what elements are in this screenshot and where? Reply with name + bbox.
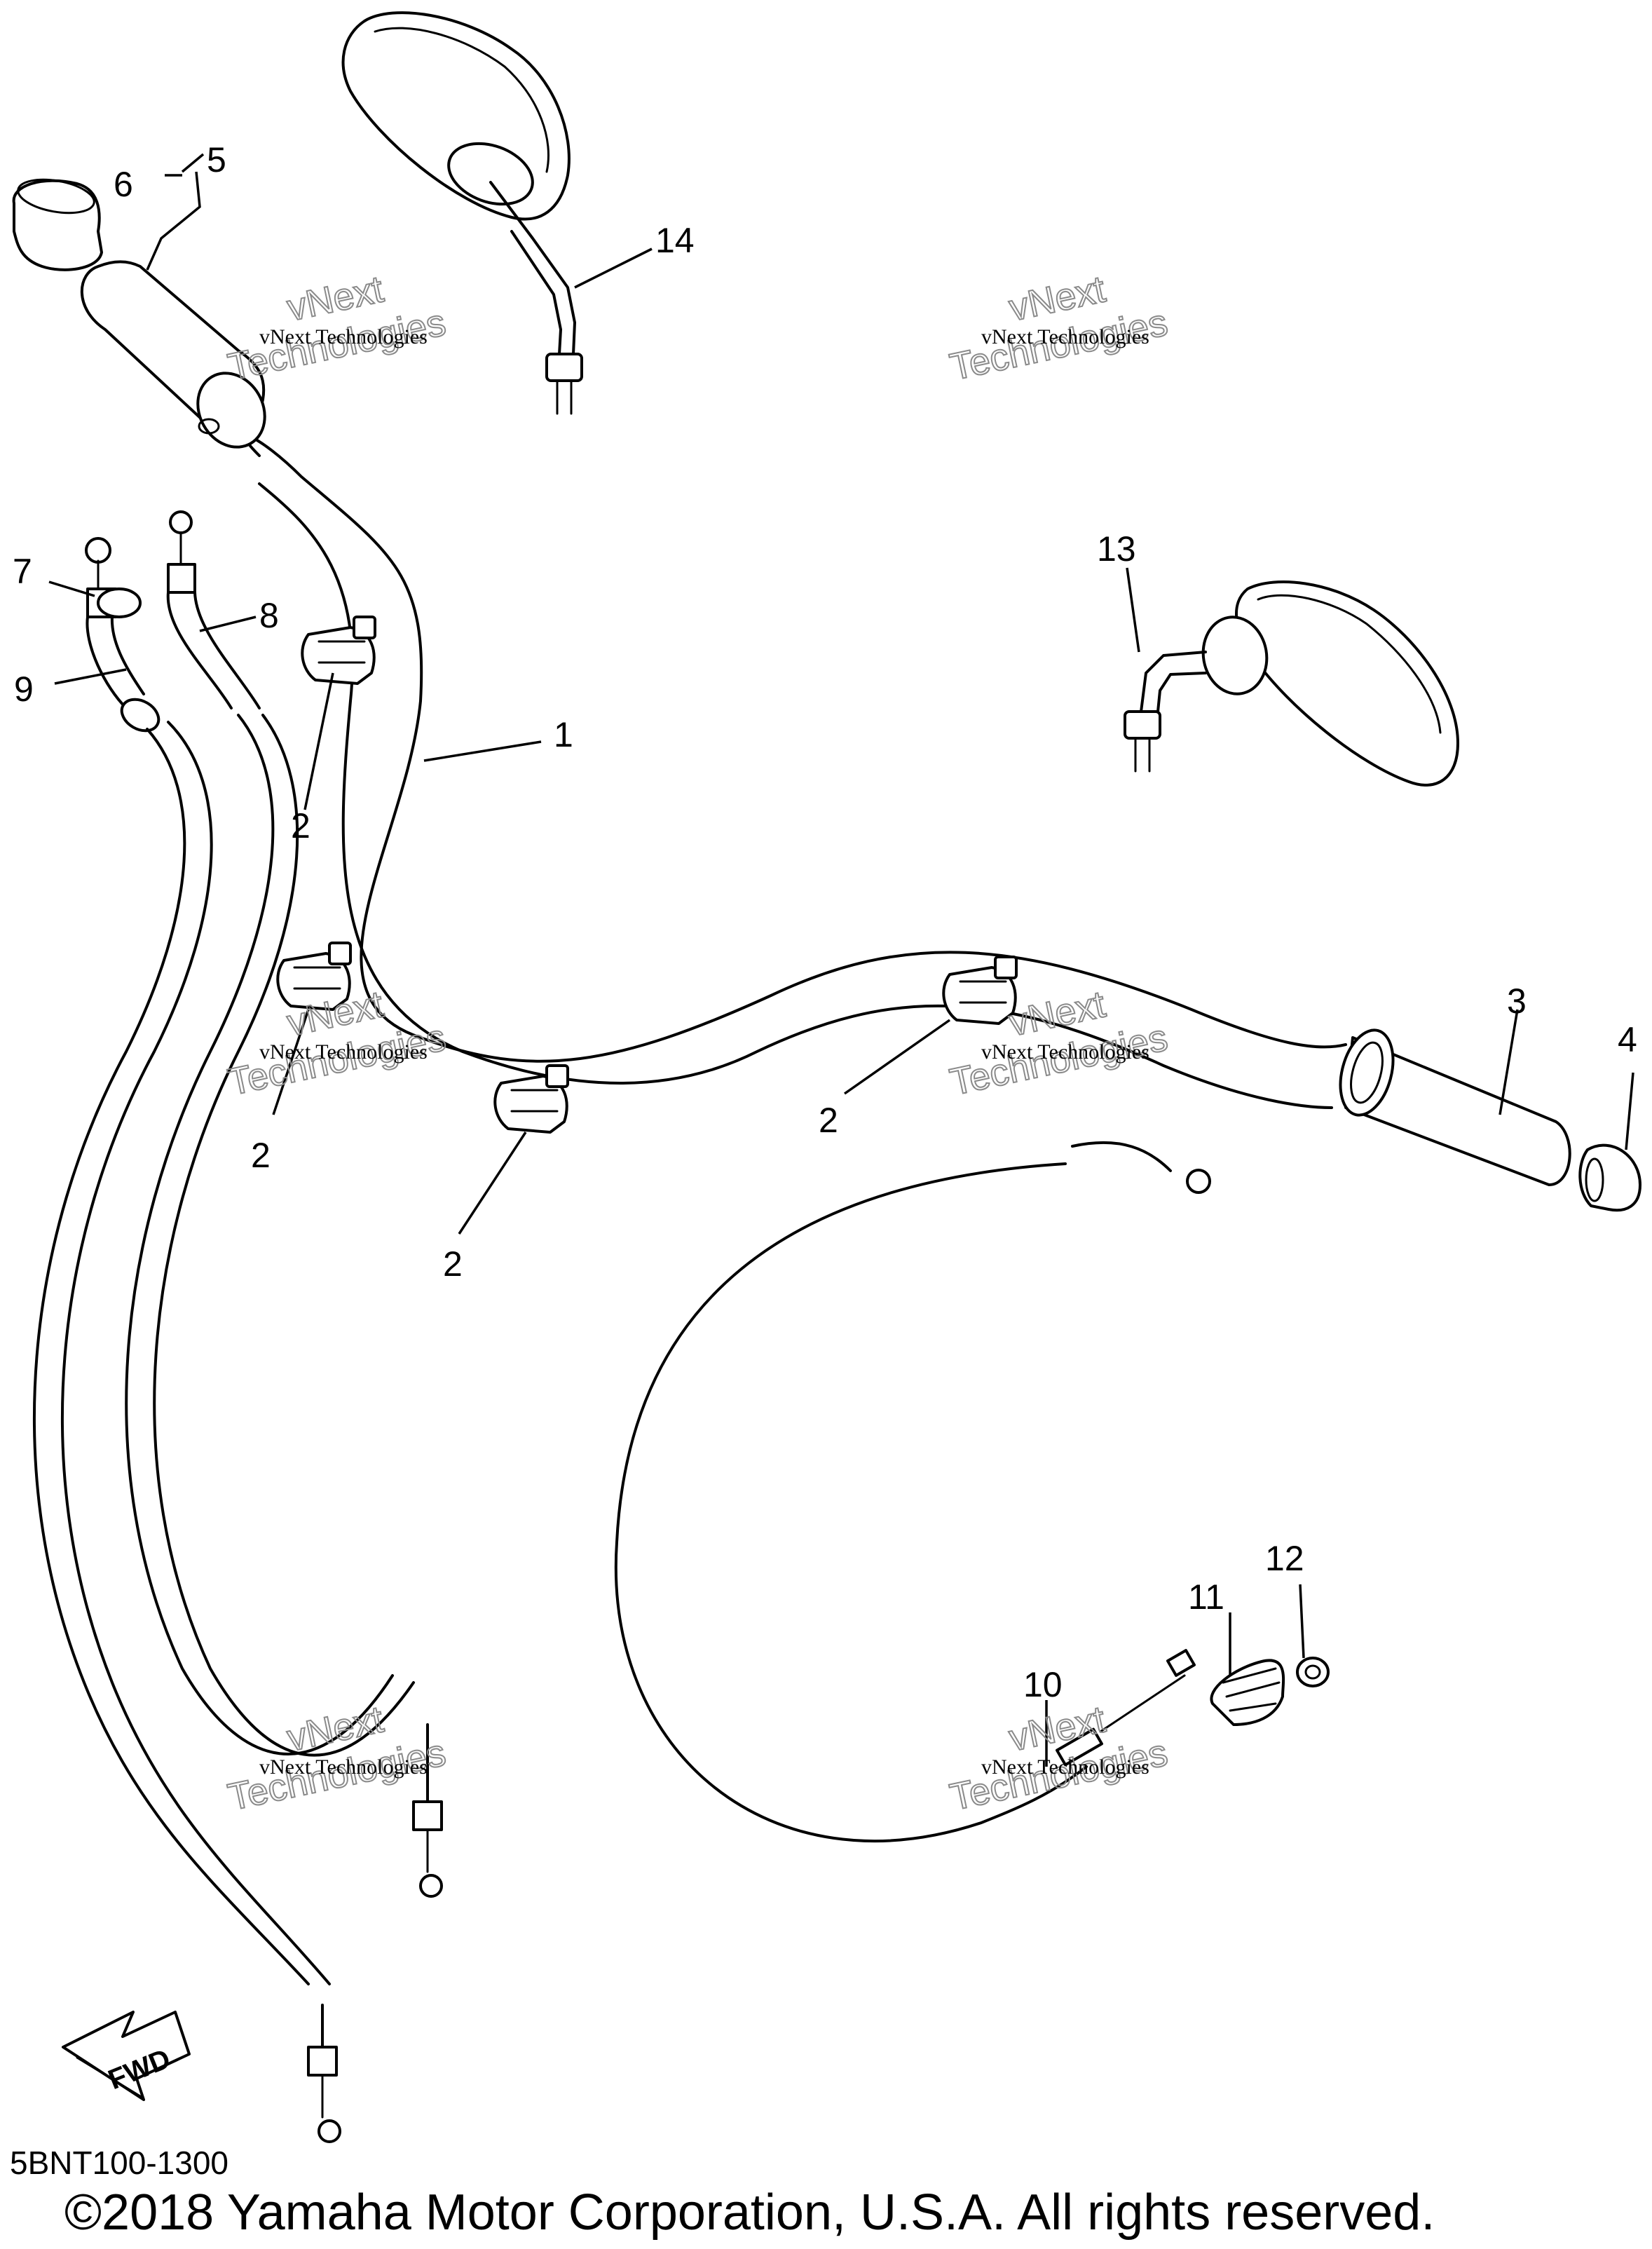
- leader-lines: [48, 153, 1634, 1767]
- fwd-arrow-icon: FWD: [62, 2011, 191, 2101]
- left-grip: [80, 260, 266, 449]
- callout-2: 2: [443, 1244, 463, 1284]
- diagram-code: 5BNT100-1300: [10, 2145, 228, 2181]
- bar-end-cap: [1578, 1143, 1641, 1212]
- callout-4: 4: [1618, 1020, 1637, 1059]
- throttle-cable-2: [125, 510, 443, 1898]
- callout-2: 2: [251, 1136, 271, 1175]
- clutch-cable: [614, 1141, 1211, 1842]
- watermark: vNext Technologies vNext Technologies: [224, 267, 450, 389]
- callout-10: 10: [1023, 1665, 1063, 1704]
- cable-clamp: [493, 1064, 569, 1134]
- watermark: vNext Technologies vNext Technologies: [946, 267, 1172, 389]
- callout-numbers: 1 2 2 2 2 3 4 5 6 7 8 9 10 11 12 13 14: [13, 140, 1637, 1704]
- callout-1: 1: [554, 715, 573, 754]
- grip-end-ring: [12, 178, 103, 271]
- right-grip: [1339, 1028, 1571, 1186]
- mirror-right: [1124, 580, 1459, 787]
- callout-11: 11: [1188, 1577, 1224, 1617]
- throttle-cable-1: [33, 537, 341, 2143]
- callout-12: 12: [1265, 1539, 1304, 1578]
- callout-13: 13: [1097, 529, 1136, 569]
- svg-text:vNext Technologies: vNext Technologies: [981, 1755, 1149, 1779]
- callout-5: 5: [207, 140, 226, 179]
- callout-9: 9: [14, 670, 34, 709]
- cable-clamp: [942, 956, 1018, 1025]
- callout-14: 14: [655, 221, 695, 260]
- svg-text:vNext Technologies: vNext Technologies: [259, 1040, 428, 1064]
- cable-clamp: [301, 616, 376, 685]
- copyright-notice: ©2018 Yamaha Motor Corporation, U.S.A. A…: [64, 2185, 1435, 2241]
- mirror-left: [341, 11, 583, 415]
- callout-6: 6: [114, 165, 133, 204]
- callout-2: 2: [291, 806, 310, 845]
- lock-nut: [1296, 1657, 1330, 1687]
- svg-text:vNext Technologies: vNext Technologies: [981, 1040, 1149, 1064]
- callout-2: 2: [819, 1101, 838, 1140]
- svg-text:vNext Technologies: vNext Technologies: [981, 325, 1149, 348]
- callout-8: 8: [259, 596, 279, 635]
- svg-text:vNext Technologies: vNext Technologies: [259, 1755, 428, 1779]
- handlebar: [243, 434, 1347, 1109]
- cable-clamp: [276, 942, 352, 1011]
- svg-text:vNext Technologies: vNext Technologies: [259, 325, 428, 348]
- cable-adjuster: [1210, 1659, 1285, 1726]
- callout-7: 7: [13, 552, 32, 591]
- callout-3: 3: [1507, 981, 1527, 1021]
